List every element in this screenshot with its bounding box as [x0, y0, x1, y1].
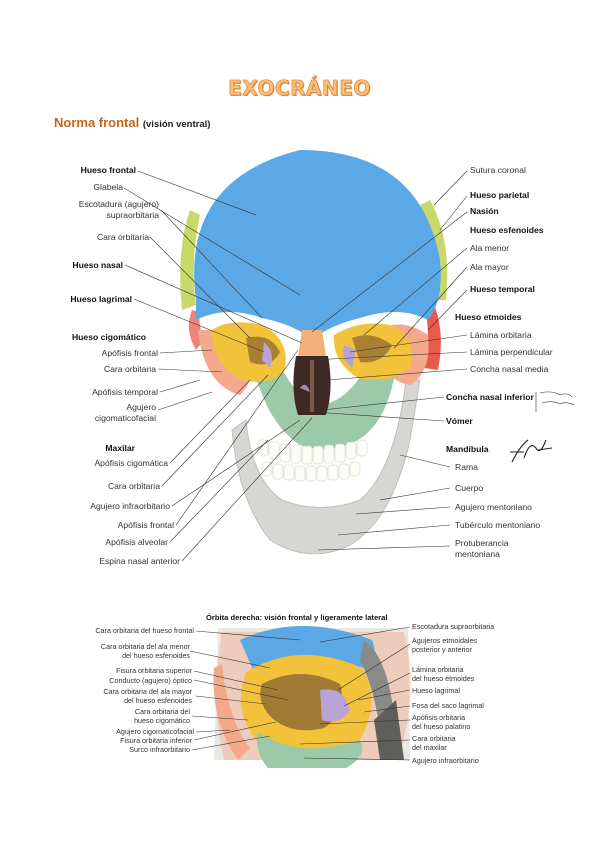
label-lamina-orbitaria-etmoides-2: del hueso etmoides: [412, 674, 475, 683]
label-espina-nasal-anterior: Espina nasal anterior: [99, 556, 180, 566]
netter-signature: [510, 439, 553, 463]
label-hueso-etmoides: Hueso etmoides: [455, 312, 522, 322]
label-hueso-frontal: Hueso frontal: [81, 165, 136, 175]
label-cara-orbitaria-1: Cara orbitaria: [97, 232, 149, 242]
label-orbit-frontal: Cara orbitaria del hueso frontal: [95, 626, 194, 635]
teeth: [257, 439, 368, 482]
figure1-left-labels: Hueso frontal Glabela Escotadura (agujer…: [70, 165, 180, 566]
label-agujero-infraorbitario: Agujero infraorbitario: [90, 501, 170, 511]
label-orbit-ala-mayor-1: Cara orbitaria del ala mayor: [103, 687, 192, 696]
parietal-bone-left: [180, 210, 200, 310]
label-cara-orbitaria-2: Cara orbitaria: [104, 364, 156, 374]
mandible-bone: [231, 379, 421, 555]
label-cara-orbitaria-maxilar-2: del maxilar: [412, 743, 447, 752]
label-sutura-coronal: Sutura coronal: [470, 165, 526, 175]
handwritten-annotation: [535, 391, 575, 412]
label-escotadura-supraorbitaria: Escotadura supraorbitaria: [412, 622, 494, 631]
page-title: EXOCRÁNEO: [228, 76, 371, 101]
label-ala-menor: Ala menor: [470, 243, 509, 253]
label-apofisis-orbitaria-1: Apófisis orbitaria: [412, 713, 465, 722]
figure2-left-labels: Cara orbitaria del hueso frontal Cara or…: [95, 626, 194, 754]
label-orbit-ala-mayor-2: del hueso esfenoides: [124, 696, 192, 705]
label-conducto-optico: Conducto (agujero) óptico: [109, 676, 192, 685]
label-tuberculo-mentoniano: Tubérculo mentoniano: [455, 520, 540, 530]
label-escotadura-2: supraorbitaria: [106, 210, 159, 220]
label-lamina-orbitaria-etmoides-1: Lámina orbitaria: [412, 665, 464, 674]
label-surco-infraorbitario: Surco infraorbitario: [129, 745, 190, 754]
label-lamina-orbitaria: Lámina orbitaria: [470, 330, 532, 340]
label-escotadura-1: Escotadura (agujero): [79, 199, 159, 209]
label-agujero-2: cigomaticofacial: [95, 413, 156, 423]
figure1-right-labels: Sutura coronal Hueso parietal Nasión Hue…: [446, 165, 553, 559]
label-orbit-hueso-lagrimal: Hueso lagrimal: [412, 686, 460, 695]
label-agujero-mentoniano: Agujero mentoniano: [455, 502, 532, 512]
label-orbit-cigomatico-1: Cara orbitaria del: [135, 707, 191, 716]
label-mandibula: Mandíbula: [446, 444, 489, 454]
label-agujero-cigomaticofacial: Agujero cigomaticofacial: [116, 727, 194, 736]
subtitle-main: Norma frontal: [54, 115, 140, 130]
label-agujeros-etmoidales-2: posterior y anterior: [412, 645, 473, 654]
label-agujero-1: Agujero: [126, 402, 156, 412]
label-apofisis-frontal-1: Apófisis frontal: [102, 348, 158, 358]
label-hueso-nasal: Hueso nasal: [72, 260, 123, 270]
label-apofisis-alveolar: Apófisis alveolar: [105, 537, 168, 547]
nasal-bone: [298, 330, 326, 356]
subtitle: Norma frontal (visión ventral): [54, 115, 210, 130]
label-apofisis-cigomatica: Apófisis cigomática: [94, 458, 168, 468]
label-fisura-orbitaria-superior: Fisura orbitaria superior: [116, 666, 193, 675]
label-fosa-saco-lagrimal: Fosa del saco lagrimal: [412, 701, 484, 710]
label-orbit-ala-menor-1: Cara orbitaria del ala menor: [101, 642, 191, 651]
label-concha-nasal-inferior: Concha nasal inferior: [446, 392, 535, 402]
frontal-bone: [194, 150, 441, 340]
label-rama: Rama: [455, 462, 478, 472]
leader-lines-figure1: [123, 170, 468, 562]
label-apofisis-orbitaria-2: del hueso palatino: [412, 722, 470, 731]
label-hueso-lagrimal: Hueso lagrimal: [70, 294, 132, 304]
label-orbit-agujero-infraorbitario: Agujero infraorbitario: [412, 756, 479, 765]
maxilla-bone: [250, 350, 398, 449]
figure2-right-labels: Escotadura supraorbitaria Agujeros etmoi…: [412, 622, 494, 765]
label-cara-orbitaria-3: Cara orbitaria: [108, 481, 160, 491]
label-ala-mayor: Ala mayor: [470, 262, 509, 272]
label-hueso-cigomatico: Hueso cigomático: [72, 332, 146, 342]
label-agujeros-etmoidales-1: Agujeros etmoidales: [412, 636, 478, 645]
label-concha-nasal-media: Concha nasal media: [470, 364, 549, 374]
label-cara-orbitaria-maxilar-1: Cara orbitaria: [412, 734, 456, 743]
label-fisura-orbitaria-inferior: Fisura orbitaria inferior: [120, 736, 193, 745]
leader-lines-figure2: [189, 626, 411, 761]
skull-frontal-illustration: [180, 150, 448, 555]
label-protuberancia-1: Protuberancia: [455, 538, 509, 548]
label-apofisis-temporal: Apófisis temporal: [92, 387, 158, 397]
label-hueso-esfenoides: Hueso esfenoides: [470, 225, 544, 235]
label-vomer: Vómer: [446, 416, 473, 426]
label-maxilar: Maxilar: [105, 443, 135, 453]
label-hueso-temporal: Hueso temporal: [470, 284, 535, 294]
label-orbit-cigomatico-2: hueso cigomático: [134, 716, 190, 725]
label-nasion: Nasión: [470, 206, 499, 216]
label-cuerpo: Cuerpo: [455, 483, 483, 493]
label-glabela: Glabela: [93, 182, 123, 192]
label-protuberancia-2: mentoniana: [455, 549, 500, 559]
label-orbit-ala-menor-2: del hueso esfenoides: [122, 651, 190, 660]
label-apofisis-frontal-2: Apófisis frontal: [118, 520, 174, 530]
label-hueso-parietal: Hueso parietal: [470, 190, 529, 200]
label-lamina-perpendicular: Lámina perpendicular: [470, 347, 553, 357]
orbit-illustration: [213, 626, 411, 768]
subtitle-detail: (visión ventral): [142, 119, 211, 130]
orbit-ethmoid-plate: [320, 689, 350, 722]
orbit-maxilla-floor: [257, 732, 363, 768]
orbit-figure-title: Órbita derecha: visión frontal y ligeram…: [206, 613, 387, 622]
orbit-zygomatic: [213, 664, 250, 760]
